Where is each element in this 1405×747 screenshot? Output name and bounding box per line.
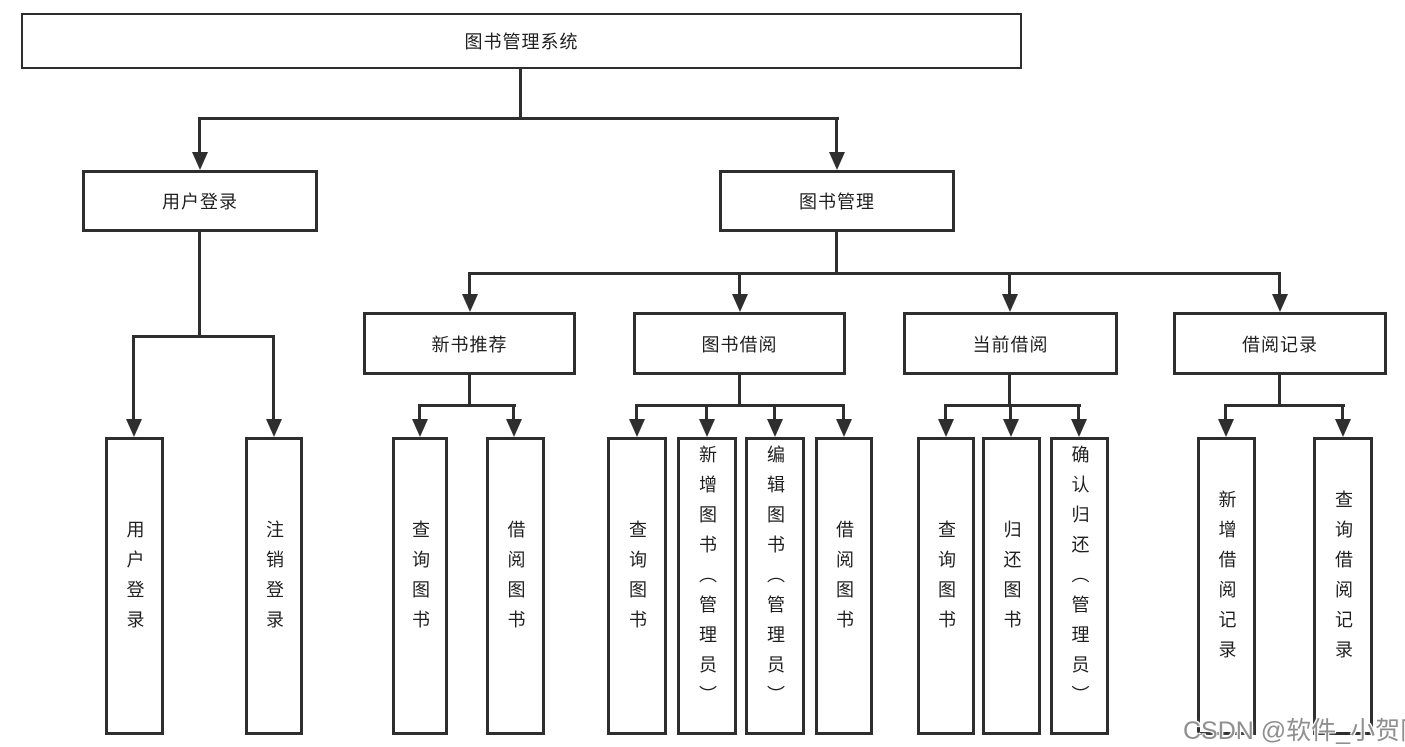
connector-stem-current-borrow [1008, 272, 1011, 297]
arrowhead-down-icon [1335, 419, 1351, 437]
leaf-query-books: 查询图书 [607, 437, 667, 735]
node-label: 当前借阅 [972, 334, 1049, 355]
arrowhead-down-icon [1218, 419, 1234, 437]
leaf-query-borrow-record: 查询借阅记录 [1313, 437, 1373, 735]
connector-new-book-stem [468, 375, 471, 407]
connector-current-borrow-branch [944, 404, 1081, 407]
leaf-query-books: 查询图书 [392, 437, 448, 735]
leaf-query-books: 查询图书 [917, 437, 975, 735]
leaf-label: 借阅图书 [505, 520, 526, 640]
connector-stem-leaf [1077, 404, 1080, 420]
node-book-borrow: 图书借阅 [633, 312, 846, 375]
connector-stem-leaf [272, 335, 275, 421]
leaf-label: 查询图书 [410, 520, 430, 640]
arrowhead-down-icon [266, 419, 282, 437]
connector-book-management-stem [835, 232, 838, 275]
arrowhead-down-icon [412, 419, 428, 437]
node-label: 图书管理系统 [464, 32, 579, 52]
node-borrow-records: 借阅记录 [1173, 312, 1387, 375]
node-label: 借阅记录 [1242, 334, 1318, 355]
connector-stem-book-borrow [738, 272, 741, 297]
arrowhead-down-icon [699, 419, 715, 437]
connector-root-stem [519, 68, 522, 118]
connector-stem-leaf [1009, 404, 1012, 420]
node-label: 图书借阅 [701, 334, 778, 355]
node-label: 图书管理 [799, 192, 875, 212]
connector-stem-leaf [773, 404, 776, 420]
connector-borrow-records-branch [1224, 404, 1345, 407]
connector-stem-leaf [512, 404, 515, 420]
leaf-label: 用户登录 [124, 520, 145, 640]
leaf-label: 归还图书 [1001, 520, 1022, 640]
connector-stem-borrow-records [1278, 272, 1281, 297]
arrowhead-down-icon [767, 419, 783, 437]
arrowhead-down-icon [829, 152, 845, 170]
connector-stem-leaf [1341, 404, 1344, 420]
leaf-borrow-books: 借阅图书 [815, 437, 873, 735]
node-book-management: 图书管理 [719, 170, 955, 232]
connector-borrow-records-stem [1278, 375, 1281, 407]
leaf-add-borrow-record: 新增借阅记录 [1197, 437, 1256, 735]
connector-stem-user-login [198, 117, 201, 154]
leaf-label: 新增图书（管理员） [697, 445, 717, 715]
arrowhead-down-icon [938, 419, 954, 437]
leaf-label: 注销登录 [264, 520, 284, 640]
connector-new-book-branch [418, 404, 516, 407]
connector-stem-new-book [468, 272, 471, 297]
connector-stem-leaf [842, 404, 845, 420]
arrowhead-down-icon [1272, 294, 1288, 312]
connector-stem-leaf [944, 404, 947, 420]
leaf-borrow-books: 借阅图书 [486, 437, 545, 735]
leaf-label: 编辑图书（管理员） [765, 445, 785, 715]
node-library-management-system: 图书管理系统 [21, 13, 1022, 69]
arrowhead-down-icon [126, 419, 142, 437]
arrowhead-down-icon [732, 294, 748, 312]
arrowhead-down-icon [506, 419, 522, 437]
connector-current-borrow-stem [1008, 375, 1011, 407]
node-label: 用户登录 [162, 192, 238, 212]
connector-stem-leaf [705, 404, 708, 420]
leaf-label: 新增借阅记录 [1216, 490, 1237, 670]
leaf-confirm-return-admin: 确认归还（管理员） [1050, 437, 1109, 735]
connector-level1-branch [198, 117, 839, 120]
connector-book-borrow-branch [635, 404, 845, 407]
node-user-login: 用户登录 [82, 170, 318, 232]
arrowhead-down-icon [1002, 294, 1018, 312]
connector-level2-branch [468, 272, 1281, 275]
arrowhead-down-icon [1003, 419, 1019, 437]
leaf-add-book-admin: 新增图书（管理员） [677, 437, 737, 735]
arrowhead-down-icon [836, 419, 852, 437]
leaf-label: 查询图书 [936, 520, 956, 640]
node-label: 新书推荐 [431, 334, 508, 355]
arrowhead-down-icon [462, 294, 478, 312]
connector-stem-book-management [835, 117, 838, 154]
arrowhead-down-icon [629, 419, 645, 437]
connector-stem-leaf [418, 404, 421, 420]
arrowhead-down-icon [1071, 419, 1087, 437]
connector-user-login-branch [132, 335, 275, 338]
arrowhead-down-icon [192, 152, 208, 170]
leaf-label: 查询图书 [627, 520, 647, 640]
leaf-label: 确认归还（管理员） [1069, 445, 1090, 715]
leaf-logout: 注销登录 [245, 437, 303, 735]
connector-book-borrow-stem [738, 375, 741, 407]
node-new-book-recommend: 新书推荐 [363, 312, 576, 375]
leaf-user-login: 用户登录 [105, 437, 164, 735]
connector-stem-leaf [1224, 404, 1227, 420]
connector-stem-leaf [635, 404, 638, 420]
leaf-label: 查询借阅记录 [1333, 490, 1353, 670]
connector-user-login-stem [198, 232, 201, 338]
leaf-edit-book-admin: 编辑图书（管理员） [745, 437, 805, 735]
csdn-watermark: CSDN @软件_小贺同学 [1183, 717, 1405, 745]
connector-stem-leaf [132, 335, 135, 421]
leaf-return-book: 归还图书 [982, 437, 1041, 735]
leaf-label: 借阅图书 [834, 520, 854, 640]
node-current-borrow: 当前借阅 [903, 312, 1118, 375]
